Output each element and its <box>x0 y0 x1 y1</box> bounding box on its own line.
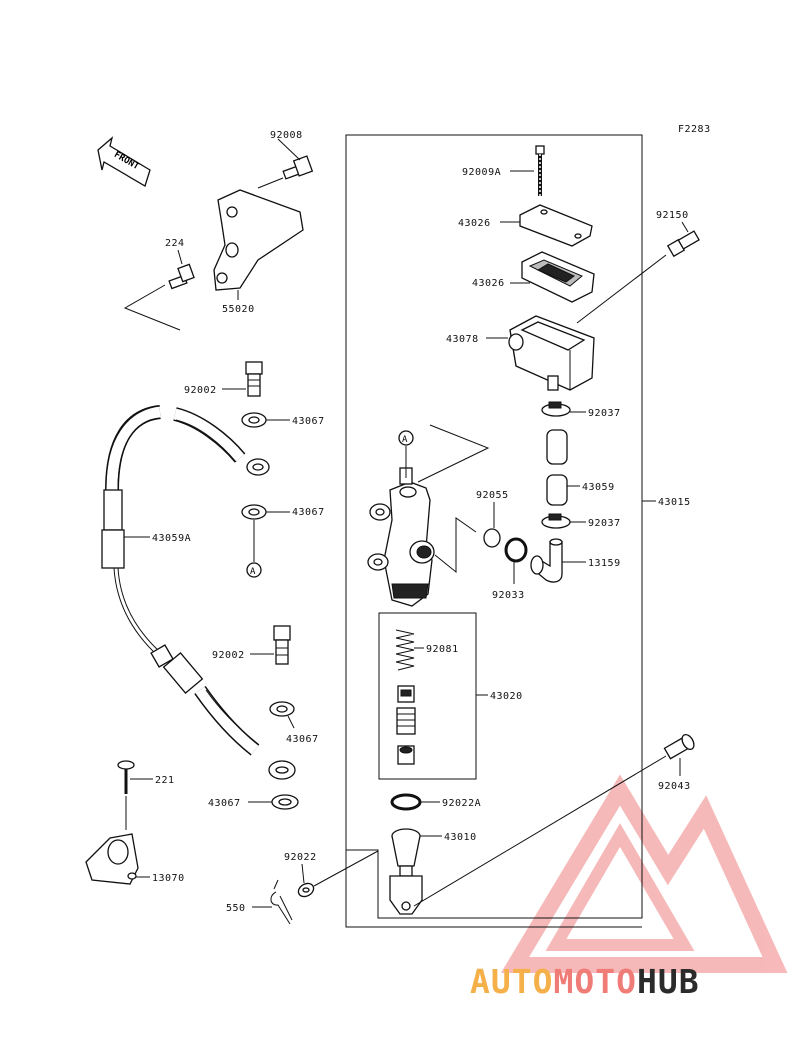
label-43059A: 43059A <box>152 533 191 544</box>
front-arrow-icon: FRONT <box>97 136 151 187</box>
label-13159: 13159 <box>588 558 621 569</box>
ref-marker-a-center-text: A <box>402 435 408 445</box>
ref-marker-a-left <box>246 562 262 578</box>
ref-marker-a-left-text: A <box>250 567 256 577</box>
svg-text:AUTOMOTOHUB: AUTOMOTOHUB <box>470 962 700 1001</box>
label-92008: 92008 <box>270 130 303 141</box>
label-43010: 43010 <box>444 832 477 843</box>
label-92037-2: 92037 <box>588 518 621 529</box>
label-43026-1: 43026 <box>458 218 491 229</box>
bolt-92150 <box>666 230 700 258</box>
reservoir-43078 <box>508 315 595 391</box>
label-92002-bottom: 92002 <box>212 650 245 661</box>
elbow-fitting-13159 <box>530 538 563 583</box>
watermark-auto: AUTO <box>470 962 553 1001</box>
label-92022A: 92022A <box>442 798 481 809</box>
screw-221 <box>117 760 135 794</box>
master-cylinder-body <box>367 467 435 607</box>
watermark-logo: AUTOMOTOHUB <box>470 962 700 1001</box>
label-92022: 92022 <box>284 852 317 863</box>
label-92055: 92055 <box>476 490 509 501</box>
piston-set <box>396 685 416 765</box>
label-43020: 43020 <box>490 691 523 702</box>
hose-43059A <box>101 405 296 780</box>
holder-13070 <box>85 833 139 885</box>
bolt-92008 <box>282 155 314 180</box>
clamp-92037-bottom <box>541 513 571 529</box>
ref-marker-a-center <box>398 430 414 446</box>
figure-code: F2283 <box>678 124 711 135</box>
bolt-224 <box>168 263 195 290</box>
label-92002-top: 92002 <box>184 385 217 396</box>
label-13070: 13070 <box>152 873 185 884</box>
label-43078: 43078 <box>446 334 479 345</box>
label-43067-2: 43067 <box>292 507 325 518</box>
label-92043: 92043 <box>658 781 691 792</box>
label-43067-4: 43067 <box>208 798 241 809</box>
label-221: 221 <box>155 775 175 786</box>
label-92081: 92081 <box>426 644 459 655</box>
assembly-43020-outline <box>378 612 477 780</box>
bracket-55020 <box>213 189 304 291</box>
snap-ring-92033 <box>504 537 528 563</box>
diaphragm-43026 <box>521 251 595 303</box>
circlip-92022A <box>390 793 422 811</box>
label-43067-1: 43067 <box>292 416 325 427</box>
label-43026-2: 43026 <box>472 278 505 289</box>
label-43015: 43015 <box>658 497 691 508</box>
label-550: 550 <box>226 903 246 914</box>
banjo-bolt-92002-top <box>245 361 263 397</box>
clamp-92037-top <box>541 401 571 417</box>
banjo-bolt-92002-bottom <box>273 625 291 665</box>
cotter-pin-550 <box>270 891 293 925</box>
label-92150: 92150 <box>656 210 689 221</box>
watermark-moto: MOTO <box>553 962 636 1001</box>
label-224: 224 <box>165 238 185 249</box>
label-43067-3: 43067 <box>286 734 319 745</box>
label-55020: 55020 <box>222 304 255 315</box>
spring-92081 <box>395 629 415 671</box>
label-92033: 92033 <box>492 590 525 601</box>
push-rod-43010 <box>389 828 423 915</box>
label-92037-1: 92037 <box>588 408 621 419</box>
watermark-hub: HUB <box>637 962 700 1001</box>
hose-43059 <box>546 429 568 506</box>
screw-92009A <box>535 145 545 196</box>
label-92009A: 92009A <box>462 167 501 178</box>
label-43059: 43059 <box>582 482 615 493</box>
clevis-pin-92043 <box>663 733 695 760</box>
watermark-triangle <box>500 774 788 973</box>
o-ring-92055 <box>483 528 501 548</box>
cap-43026 <box>519 204 593 247</box>
